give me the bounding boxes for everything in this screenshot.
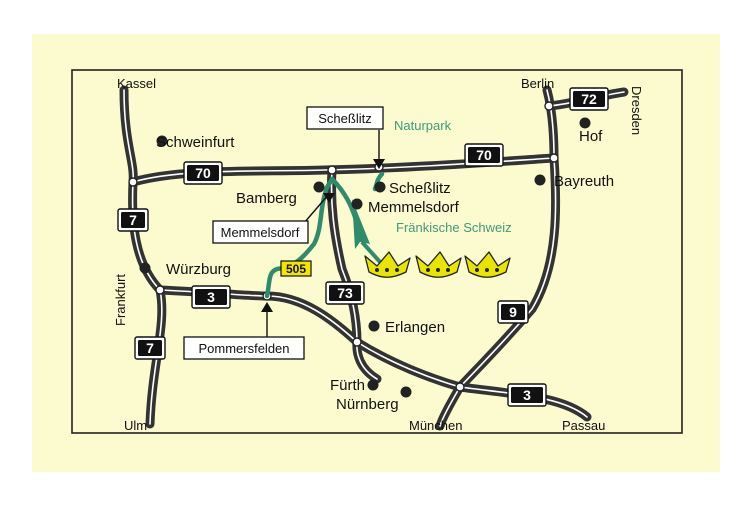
edge-label-ulm: Ulm [124,418,147,433]
svg-text:70: 70 [476,147,492,163]
edge-label-kassel: Kassel [117,76,156,91]
city-dot-memmelsdorf [351,198,363,210]
shield-a7-south: 7 [134,336,166,360]
shield-a73: 73 [325,281,365,305]
city-label-schweinfurt: Schweinfurt [156,134,235,151]
schesslitz-exit-arrow-icon [373,159,385,169]
shield-a9: 9 [497,300,529,324]
svg-text:73: 73 [337,285,353,301]
city-label-erlangen: Erlangen [385,319,445,336]
junction-circle [455,382,465,392]
city-dot-bamberg [313,181,325,193]
city-label-hof: Hof [579,128,603,145]
junction-circle [544,101,554,111]
map-frame [71,69,683,434]
memmelsdorf-exit-arrow-icon [323,193,335,203]
city-label-bamberg: Bamberg [236,190,297,207]
fraenkische-schweiz-label: Fränkische Schweiz [396,220,512,235]
junction-circle [155,285,165,295]
svg-text:72: 72 [581,91,597,107]
road-a9 [435,85,561,431]
svg-text:7: 7 [146,340,154,356]
city-dot-schesslitz [374,181,386,193]
city-dot-erlangen [368,320,380,332]
pommersfelden-box: Pommersfelden [183,336,305,360]
shield-a3-west: 3 [191,285,231,309]
edge-label-berlin: Berlin [521,76,554,91]
edge-label-frankfurt: Frankfurt [113,274,128,326]
route-map: 72 70 70 7 7 3 3 73 9 [71,69,683,434]
city-label-nuernberg: Nürnberg [336,396,399,413]
city-dot-bayreuth [534,174,546,186]
svg-text:3: 3 [207,289,215,305]
svg-text:7: 7 [129,212,137,228]
svg-text:505: 505 [286,262,306,276]
memmelsdorf-exit-box: Memmelsdorf [212,220,309,244]
svg-text:Scheßlitz: Scheßlitz [318,111,371,126]
edge-label-muenchen: München [409,418,462,433]
route-b505 [264,176,335,299]
shield-a3-east: 3 [507,383,547,407]
naturpark-arrow-tail [360,240,382,264]
city-dot-hof [579,117,591,129]
city-label-memmelsdorf: Memmelsdorf [368,199,460,216]
city-dot-schweinfurt [156,135,168,147]
crown-icon [464,251,511,278]
city-label-fuerth: Fürth [330,377,365,394]
city-label-bayreuth: Bayreuth [554,173,614,190]
map-card: 72 70 70 7 7 3 3 73 9 [32,34,720,472]
city-dot-fuerth [367,379,379,391]
crown-icon [415,251,462,278]
junction-circle [549,153,559,163]
edge-label-passau: Passau [562,418,605,433]
junction-circle [327,165,337,175]
schesslitz-exit-box: Scheßlitz [306,106,384,130]
svg-text:70: 70 [195,165,211,181]
shield-a72: 72 [569,87,609,111]
junction-circle [128,177,138,187]
city-label-schesslitz: Scheßlitz [389,180,451,197]
shield-a70-west: 70 [183,161,223,185]
naturpark-label: Naturpark [394,118,452,133]
svg-text:9: 9 [509,304,517,320]
svg-text:3: 3 [523,387,531,403]
city-dot-nuernberg [400,386,412,398]
edge-label-dresden: Dresden [629,86,644,135]
city-dot-wuerzburg [139,262,151,274]
shield-a70-east: 70 [464,143,504,167]
svg-text:Pommersfelden: Pommersfelden [198,341,289,356]
city-label-wuerzburg: Würzburg [166,261,231,278]
pommersfelden-exit-arrow-icon [261,302,273,312]
shield-a7-north: 7 [117,208,149,232]
svg-text:Memmelsdorf: Memmelsdorf [221,225,300,240]
naturpark-arrow-icon [352,199,370,249]
b505-label: 505 [280,260,312,277]
junction-circle [352,337,362,347]
